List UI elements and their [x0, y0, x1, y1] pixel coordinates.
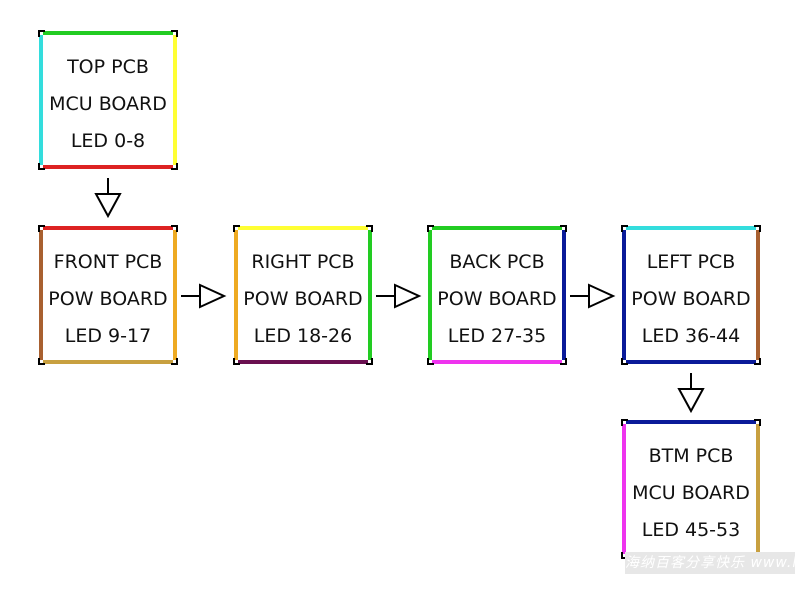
corner-mark — [621, 225, 628, 232]
board-front-edge-left — [39, 230, 43, 360]
board-back-edge-left — [428, 230, 432, 360]
corner-mark — [754, 225, 761, 232]
board-led-range: LED 9-17 — [64, 325, 152, 347]
corner-mark — [754, 419, 761, 426]
board-btm: BTM PCB MCU BOARD LED 45-53 — [621, 419, 761, 559]
board-type: POW BOARD — [631, 288, 751, 310]
board-right-edge-top — [238, 226, 368, 230]
board-back-edge-bottom — [432, 360, 562, 364]
corner-mark — [233, 358, 240, 365]
board-right-edge-left — [234, 230, 238, 360]
board-name: BACK PCB — [449, 251, 545, 273]
board-btm-edge-right — [756, 424, 760, 554]
arrow-front-to-right — [181, 283, 227, 309]
board-right-edge-right — [368, 230, 372, 360]
board-btm-edge-left — [622, 424, 626, 554]
board-type: MCU BOARD — [49, 93, 167, 115]
board-name: FRONT PCB — [53, 251, 163, 273]
board-led-range: LED 27-35 — [447, 325, 547, 347]
board-name: LEFT PCB — [646, 251, 736, 273]
corner-mark — [621, 358, 628, 365]
corner-mark — [621, 419, 628, 426]
board-name: BTM PCB — [648, 445, 734, 467]
watermark: 海纳百客分享快乐 www.hainabaike.com — [625, 552, 795, 574]
board-left-edge-bottom — [626, 360, 756, 364]
arrow-top-to-front — [94, 178, 122, 219]
board-back-edge-top — [432, 226, 562, 230]
board-top-edge-right — [173, 35, 177, 165]
corner-mark — [171, 30, 178, 37]
board-type: POW BOARD — [437, 288, 557, 310]
corner-mark — [38, 163, 45, 170]
board-top-edge-top — [43, 31, 173, 35]
corner-mark — [427, 358, 434, 365]
board-back: BACK PCB POW BOARD LED 27-35 — [427, 225, 567, 365]
arrow-back-to-left — [570, 283, 616, 309]
corner-mark — [754, 358, 761, 365]
board-type: MCU BOARD — [632, 482, 750, 504]
board-btm-edge-top — [626, 420, 756, 424]
board-top-edge-bottom — [43, 165, 173, 169]
board-top-edge-left — [39, 35, 43, 165]
board-type: POW BOARD — [48, 288, 168, 310]
board-name: RIGHT PCB — [251, 251, 355, 273]
corner-mark — [38, 225, 45, 232]
board-right-edge-bottom — [238, 360, 368, 364]
board-led-range: LED 36-44 — [641, 325, 741, 347]
corner-mark — [171, 358, 178, 365]
board-front-edge-bottom — [43, 360, 173, 364]
board-name: TOP PCB — [67, 56, 149, 78]
board-front-edge-right — [173, 230, 177, 360]
board-type: POW BOARD — [243, 288, 363, 310]
corner-mark — [560, 358, 567, 365]
board-left: LEFT PCB POW BOARD LED 36-44 — [621, 225, 761, 365]
corner-mark — [38, 358, 45, 365]
corner-mark — [366, 358, 373, 365]
board-front-edge-top — [43, 226, 173, 230]
board-left-edge-right — [756, 230, 760, 360]
board-led-range: LED 18-26 — [253, 325, 353, 347]
board-top: TOP PCB MCU BOARD LED 0-8 — [38, 30, 178, 170]
corner-mark — [366, 225, 373, 232]
corner-mark — [171, 163, 178, 170]
arrow-right-to-back — [376, 283, 422, 309]
board-left-edge-top — [626, 226, 756, 230]
board-right: RIGHT PCB POW BOARD LED 18-26 — [233, 225, 373, 365]
corner-mark — [233, 225, 240, 232]
board-led-range: LED 0-8 — [70, 130, 146, 152]
board-led-range: LED 45-53 — [641, 519, 741, 541]
board-back-edge-right — [562, 230, 566, 360]
corner-mark — [560, 225, 567, 232]
corner-mark — [38, 30, 45, 37]
board-left-edge-left — [622, 230, 626, 360]
corner-mark — [621, 552, 628, 559]
arrow-left-to-btm — [677, 373, 705, 414]
corner-mark — [171, 225, 178, 232]
corner-mark — [427, 225, 434, 232]
board-front: FRONT PCB POW BOARD LED 9-17 — [38, 225, 178, 365]
